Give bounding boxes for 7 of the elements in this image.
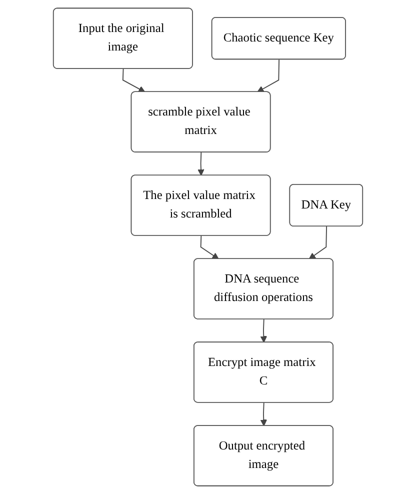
arrow bbox=[260, 402, 268, 426]
arrow bbox=[260, 318, 268, 343]
arrow bbox=[257, 59, 280, 92]
arrow bbox=[308, 226, 327, 260]
arrow bbox=[200, 235, 219, 260]
arrow bbox=[198, 152, 204, 176]
arrow bbox=[122, 68, 146, 92]
